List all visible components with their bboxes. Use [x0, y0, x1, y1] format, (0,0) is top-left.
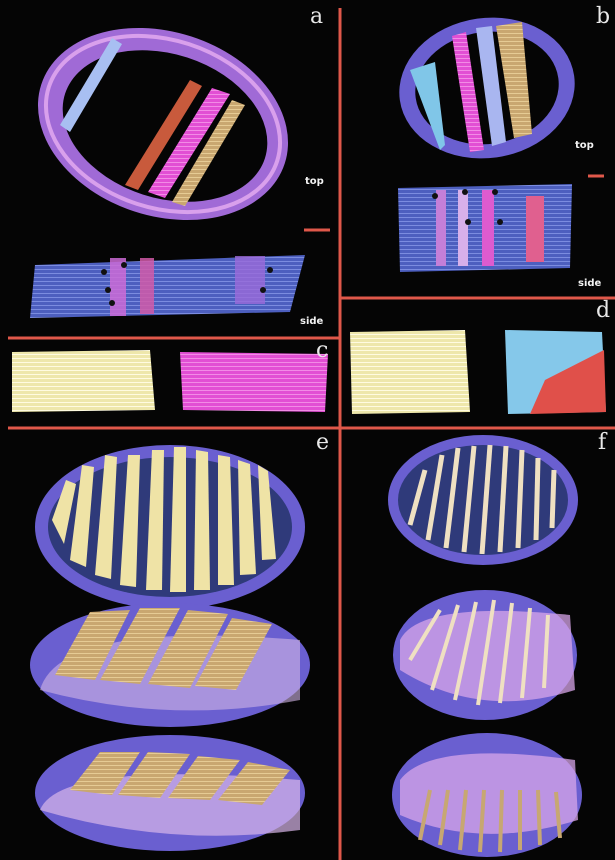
top-view-label-b: top — [575, 140, 594, 151]
panel-label-f: f — [598, 432, 606, 454]
crista — [235, 256, 265, 304]
panel-a-side-view — [30, 255, 305, 318]
panel-f-views — [388, 435, 582, 857]
crista-magenta — [180, 352, 328, 412]
crista — [526, 196, 544, 262]
panel-c-cristae — [12, 350, 328, 412]
panel-label-b: b — [596, 6, 610, 28]
panel-label-d: d — [596, 300, 610, 322]
crista — [482, 190, 494, 266]
panel-b-side-view — [398, 184, 572, 272]
crista — [140, 258, 154, 314]
crista-cream — [12, 350, 155, 412]
panel-label-a: a — [310, 6, 323, 28]
panel-d-cristae — [350, 330, 606, 414]
panel-label-c: c — [316, 340, 328, 362]
panel-label-e: e — [316, 432, 329, 454]
side-view-label-a: side — [300, 316, 323, 327]
crista — [458, 190, 468, 266]
panel-e-views — [30, 445, 310, 851]
panel-a-top-view — [13, 0, 313, 251]
side-view-label-b: side — [578, 278, 601, 289]
crista-cream — [350, 330, 470, 414]
crista — [436, 190, 446, 266]
panel-b-top-view — [390, 6, 584, 169]
top-view-label-a: top — [305, 176, 324, 187]
